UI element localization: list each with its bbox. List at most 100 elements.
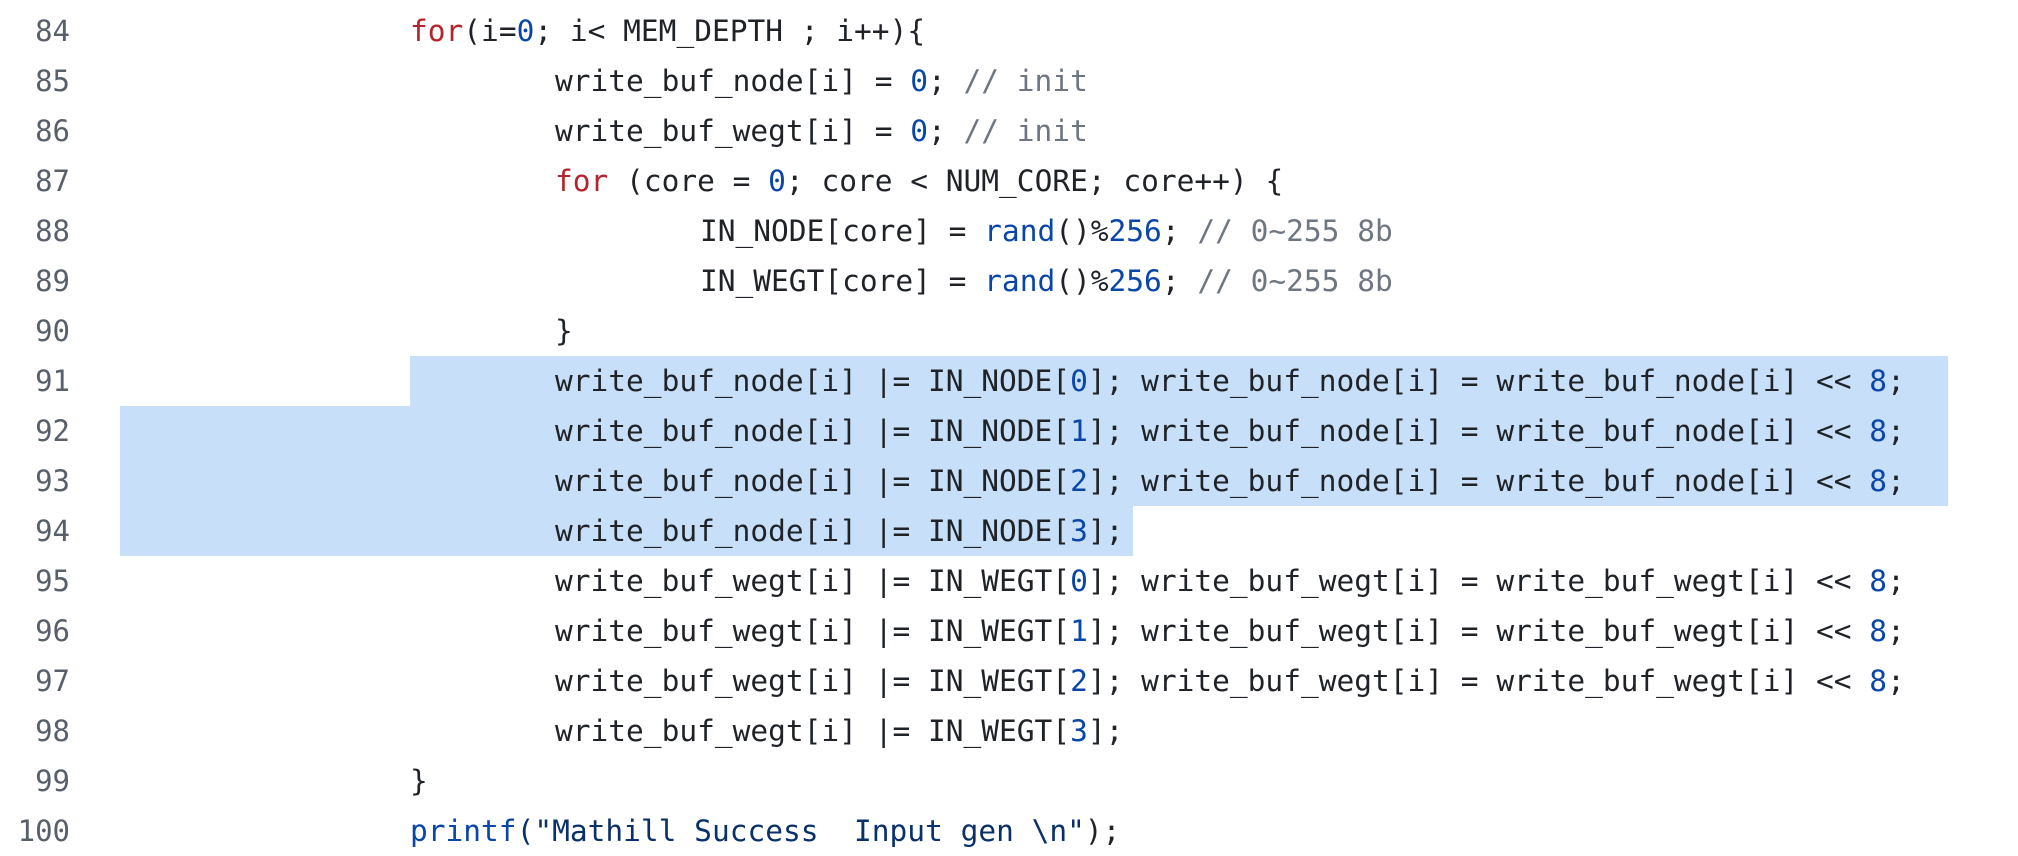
code-text: IN_NODE[core] = rand()%256; // 0~255 8b: [700, 206, 1393, 256]
code-token: 256: [1108, 264, 1162, 298]
code-text: write_buf_node[i] |= IN_NODE[1]; write_b…: [555, 406, 1905, 456]
code-token: 256: [1108, 214, 1162, 248]
code-token: write_buf_wegt[i] |= IN_WEGT[: [555, 564, 1071, 598]
code-token: ;: [1887, 664, 1905, 698]
line-number[interactable]: 84: [35, 14, 70, 48]
line-number[interactable]: 90: [35, 314, 70, 348]
code-text: write_buf_wegt[i] = 0; // init: [555, 106, 1088, 156]
code-token: 3: [1070, 714, 1088, 748]
code-token: ;: [1161, 214, 1198, 248]
code-token: ];: [1087, 514, 1124, 548]
code-token: // init: [963, 114, 1088, 148]
code-token: ;: [927, 114, 964, 148]
code-token: }: [555, 314, 573, 348]
code-token: 8: [1869, 564, 1888, 598]
code-text: write_buf_wegt[i] |= IN_WEGT[1]; write_b…: [555, 606, 1905, 656]
code-token: write_buf_node[i] |= IN_NODE[: [555, 364, 1071, 398]
code-text: write_buf_node[i] |= IN_NODE[0]; write_b…: [555, 356, 1905, 406]
code-token: ;: [1887, 464, 1905, 498]
code-token: ()%: [1055, 264, 1109, 298]
code-text: for(i=0; i< MEM_DEPTH ; i++){: [410, 6, 925, 56]
line-number[interactable]: 95: [35, 564, 70, 598]
code-line: 86 write_buf_wegt[i] = 0; // init: [0, 106, 2018, 156]
code-token: IN_WEGT[core] =: [700, 264, 985, 298]
code-token: 8: [1869, 364, 1888, 398]
line-number[interactable]: 92: [35, 414, 70, 448]
code-text: }: [410, 756, 428, 806]
code-token: write_buf_wegt[i] =: [555, 114, 911, 148]
code-token: 8: [1869, 464, 1888, 498]
code-token: write_buf_node[i] =: [555, 64, 911, 98]
line-number[interactable]: 89: [35, 264, 70, 298]
code-token: ("Mathill Success Input gen \n": [516, 814, 1085, 848]
line-number[interactable]: 94: [35, 514, 70, 548]
code-token: ]; write_buf_wegt[i] = write_buf_wegt[i]…: [1087, 614, 1870, 648]
code-text: write_buf_node[i] |= IN_NODE[3];: [555, 506, 1123, 556]
code-token: // 0~255 8b: [1197, 214, 1393, 248]
code-line: 93 write_buf_node[i] |= IN_NODE[2]; write…: [0, 456, 2018, 506]
code-line: 90}: [0, 306, 2018, 356]
code-text: write_buf_node[i] = 0; // init: [555, 56, 1088, 106]
code-token: // 0~255 8b: [1197, 264, 1393, 298]
code-text: IN_WEGT[core] = rand()%256; // 0~255 8b: [700, 256, 1393, 306]
code-line: 99}: [0, 756, 2018, 806]
code-line: 89 IN_WEGT[core] = rand()%256; // 0~255 8…: [0, 256, 2018, 306]
code-line: 91 write_buf_node[i] |= IN_NODE[0]; write…: [0, 356, 2018, 406]
code-text: write_buf_node[i] |= IN_NODE[2]; write_b…: [555, 456, 1905, 506]
code-line: 87 for (core = 0; core < NUM_CORE; core++…: [0, 156, 2018, 206]
code-text: write_buf_wegt[i] |= IN_WEGT[2]; write_b…: [555, 656, 1905, 706]
code-token: 0: [1070, 364, 1088, 398]
code-text: write_buf_wegt[i] |= IN_WEGT[0]; write_b…: [555, 556, 1905, 606]
code-token: ; core < NUM_CORE; core++) {: [785, 164, 1284, 198]
code-token: write_buf_node[i] |= IN_NODE[: [555, 514, 1071, 548]
code-token: ; i< MEM_DEPTH ; i++){: [534, 14, 926, 48]
selection-segment: [120, 406, 1948, 456]
code-line: 96 write_buf_wegt[i] |= IN_WEGT[1]; write…: [0, 606, 2018, 656]
code-text: for (core = 0; core < NUM_CORE; core++) …: [555, 156, 1283, 206]
code-token: ;: [1887, 364, 1905, 398]
code-line: 84 for(i=0; i< MEM_DEPTH ; i++){: [0, 6, 2018, 56]
line-number[interactable]: 85: [35, 64, 70, 98]
code-line: 85 write_buf_node[i] = 0; // init: [0, 56, 2018, 106]
line-number[interactable]: 97: [35, 664, 70, 698]
code-line: 97 write_buf_wegt[i] |= IN_WEGT[2]; write…: [0, 656, 2018, 706]
line-number[interactable]: 100: [17, 814, 70, 848]
code-token: 1: [1070, 614, 1088, 648]
line-number[interactable]: 91: [35, 364, 70, 398]
line-number[interactable]: 88: [35, 214, 70, 248]
selection-segment: [120, 506, 1133, 556]
code-token: ;: [927, 64, 964, 98]
selection-segment: [120, 456, 1948, 506]
code-token: write_buf_node[i] |= IN_NODE[: [555, 414, 1071, 448]
code-line: 88 IN_NODE[core] = rand()%256; // 0~255 8…: [0, 206, 2018, 256]
code-token: for: [410, 14, 464, 48]
code-token: 0: [910, 114, 928, 148]
code-token: ]; write_buf_node[i] = write_buf_node[i]…: [1087, 364, 1870, 398]
code-token: ]; write_buf_wegt[i] = write_buf_wegt[i]…: [1087, 664, 1870, 698]
line-number[interactable]: 87: [35, 164, 70, 198]
line-number[interactable]: 93: [35, 464, 70, 498]
code-token: ]; write_buf_node[i] = write_buf_node[i]…: [1087, 414, 1870, 448]
line-number[interactable]: 98: [35, 714, 70, 748]
code-token: 0: [768, 164, 786, 198]
code-token: );: [1084, 814, 1121, 848]
line-number[interactable]: 86: [35, 114, 70, 148]
code-token: 0: [910, 64, 928, 98]
code-token: 8: [1869, 614, 1888, 648]
line-number[interactable]: 99: [35, 764, 70, 798]
code-token: rand: [984, 214, 1056, 248]
code-token: write_buf_wegt[i] |= IN_WEGT[: [555, 714, 1071, 748]
line-number[interactable]: 96: [35, 614, 70, 648]
code-token: 2: [1070, 664, 1088, 698]
code-token: write_buf_node[i] |= IN_NODE[: [555, 464, 1071, 498]
code-token: (i=: [463, 14, 517, 48]
selection-segment: [410, 356, 1948, 406]
code-token: ]; write_buf_node[i] = write_buf_node[i]…: [1087, 464, 1870, 498]
code-token: 1: [1070, 414, 1088, 448]
code-token: (core =: [608, 164, 769, 198]
code-token: ;: [1887, 614, 1905, 648]
code-token: ;: [1887, 564, 1905, 598]
code-token: 0: [516, 14, 535, 48]
